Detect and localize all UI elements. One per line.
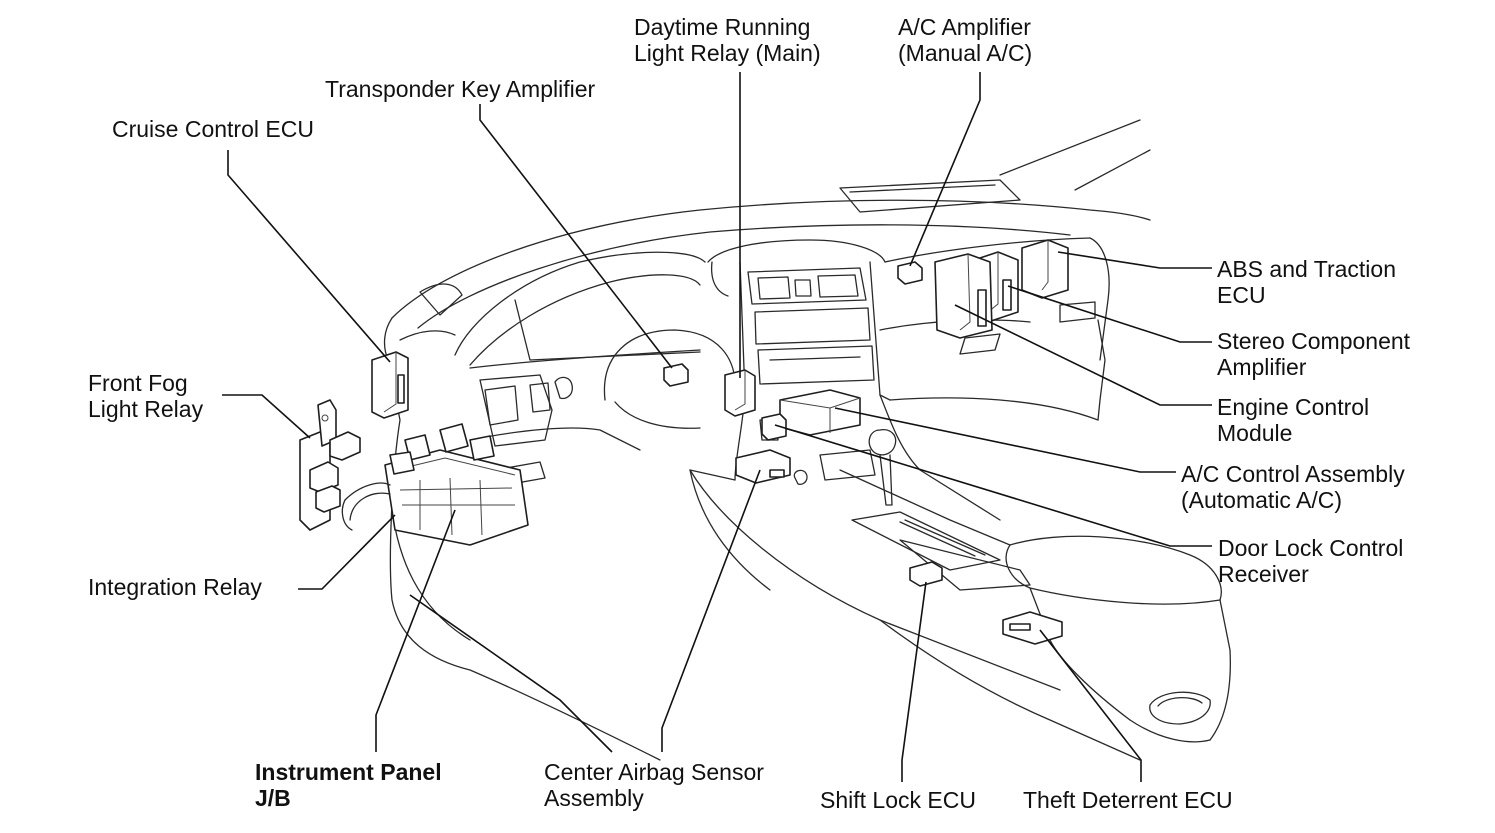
leader-door-lock [774,424,1212,547]
instrument-panel-jb-part [341,423,529,546]
door-lock-control-receiver-part [761,413,787,441]
label-front-fog-light-relay: Front Fog Light Relay [88,370,204,422]
front-fog-light-relay-part [299,399,361,531]
label-abs-traction-ecu: ABS and Traction ECU [1217,256,1396,308]
engine-control-module-part [934,253,993,339]
leader-abs [1057,251,1212,269]
leader-shift-lock [901,581,927,782]
label-ac-control-assembly: A/C Control Assembly (Automatic A/C) [1181,461,1405,513]
leader-lines [222,72,1212,782]
leader-stereo [1007,285,1212,343]
label-instrument-panel-jb: Instrument Panel J/B [255,759,442,811]
leader-ac-control [834,407,1176,473]
leader-center-airbag-2 [661,469,761,752]
label-cruise-control-ecu: Cruise Control ECU [112,116,314,142]
label-transponder-key-amplifier: Transponder Key Amplifier [325,76,596,102]
leader-transponder [479,104,673,369]
label-integration-relay: Integration Relay [88,574,262,600]
ac-amplifier-part [897,261,923,285]
leader-cruise-control [227,150,391,363]
leader-front-fog [222,394,311,439]
label-center-airbag-sensor: Center Airbag Sensor Assembly [544,759,764,811]
components [299,239,1069,645]
daytime-running-light-relay-part [724,369,756,417]
label-shift-lock-ecu: Shift Lock ECU [820,787,976,813]
cruise-control-ecu-part [371,351,409,419]
dashboard-outline [383,119,1231,761]
leader-ecm [954,304,1212,406]
transponder-key-amplifier-part [663,363,689,387]
leader-instrument-jb [375,509,456,752]
leader-center-airbag [409,594,613,753]
leader-theft-deterrent [1039,629,1142,782]
label-door-lock-control-receiver: Door Lock Control Receiver [1218,535,1404,587]
label-engine-control-module: Engine Control Module [1217,394,1370,446]
label-daytime-running-light-relay: Daytime Running Light Relay (Main) [634,14,821,66]
ac-control-assembly-part [779,389,861,436]
label-stereo-component-amplifier: Stereo Component Amplifier [1217,328,1411,380]
shift-lock-ecu-part [909,561,943,587]
label-ac-amplifier: A/C Amplifier (Manual A/C) [898,14,1033,66]
label-theft-deterrent-ecu: Theft Deterrent ECU [1023,787,1233,813]
leader-integration [298,514,396,590]
leader-ac-amplifier [909,72,981,267]
theft-deterrent-ecu-part [1002,611,1063,645]
abs-traction-ecu-part [1021,239,1069,299]
center-airbag-sensor-part [735,449,791,484]
